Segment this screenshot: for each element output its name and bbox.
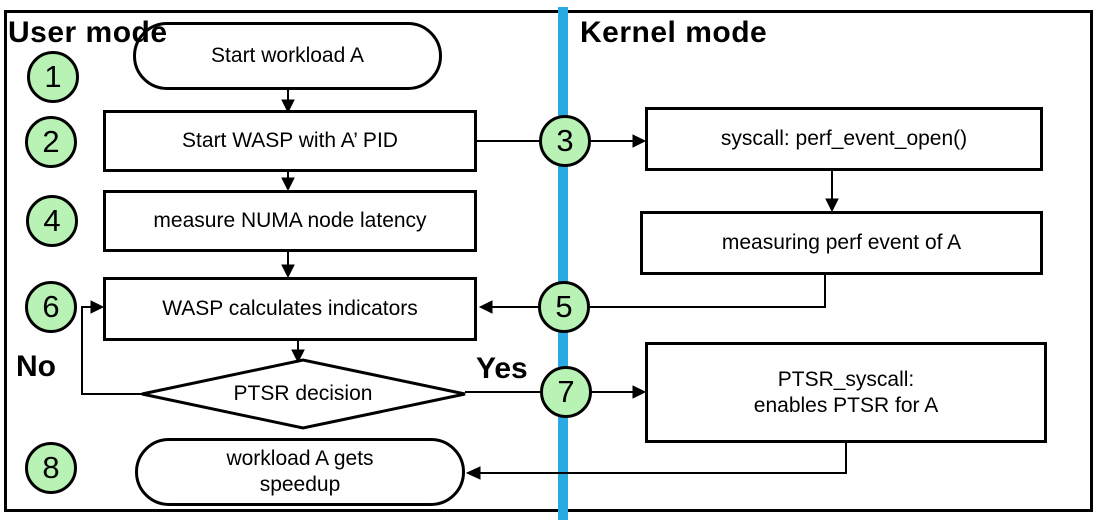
step-circle-8: 8 xyxy=(25,442,77,494)
step-circle-3: 3 xyxy=(539,115,591,167)
node-start-wasp: Start WASP with A’ PID xyxy=(103,110,477,172)
node-measuring-perf: measuring perf event of A xyxy=(640,211,1043,275)
step-circle-4: 4 xyxy=(26,195,78,247)
no-label: No xyxy=(16,350,56,383)
node-measure-numa-text: measure NUMA node latency xyxy=(153,209,427,233)
node-ptsr-syscall-line2: enables PTSR for A xyxy=(753,393,939,417)
step-3-number: 3 xyxy=(556,122,574,158)
node-start-workload-text: Start workload A xyxy=(211,44,364,68)
node-ptsr-decision: PTSR decision xyxy=(203,380,403,408)
step-2-number: 2 xyxy=(42,123,60,159)
node-ptsr-decision-text: PTSR decision xyxy=(233,382,373,405)
arrow-decision-no-to-calculates xyxy=(81,300,142,395)
node-ptsr-syscall: PTSR_syscall: enables PTSR for A xyxy=(645,342,1047,443)
step-circle-5: 5 xyxy=(538,281,590,333)
step-7-number: 7 xyxy=(557,373,575,409)
node-workload-speedup-line1: workload A gets xyxy=(226,447,374,471)
node-ptsr-syscall-line1: PTSR_syscall: xyxy=(777,367,915,391)
arrow-calculates-to-decision xyxy=(291,339,305,364)
step-circle-1: 1 xyxy=(27,51,79,103)
node-syscall-perf: syscall: perf_event_open() xyxy=(645,107,1043,171)
step-4-number: 4 xyxy=(43,202,61,238)
node-syscall-perf-text: syscall: perf_event_open() xyxy=(720,127,968,151)
mode-divider-line xyxy=(558,7,568,520)
node-workload-speedup-line2: speedup xyxy=(259,473,341,496)
ptsr-decision-diamond xyxy=(141,358,466,430)
arrow-start-to-wasp xyxy=(281,88,295,114)
step-1-number: 1 xyxy=(44,58,62,94)
node-start-workload: Start workload A xyxy=(133,22,442,90)
node-start-wasp-text: Start WASP with A’ PID xyxy=(182,129,398,153)
step-circle-2: 2 xyxy=(25,116,77,168)
node-workload-speedup: workload A gets speedup xyxy=(135,438,465,506)
yes-label: Yes xyxy=(476,352,528,385)
node-measure-numa: measure NUMA node latency xyxy=(103,190,477,252)
arrow-wasp-to-numa xyxy=(281,170,295,192)
step-6-number: 6 xyxy=(42,288,60,324)
step-5-number: 5 xyxy=(555,288,573,324)
user-mode-label: User mode xyxy=(8,16,168,49)
node-wasp-calculates: WASP calculates indicators xyxy=(103,277,477,341)
step-8-number: 8 xyxy=(42,449,60,485)
arrow-measuring-to-calculates xyxy=(478,273,826,314)
arrow-ptsr-to-speedup xyxy=(465,441,847,480)
step-circle-6: 6 xyxy=(25,281,77,333)
kernel-mode-label: Kernel mode xyxy=(580,16,768,49)
node-measuring-perf-text: measuring perf event of A xyxy=(721,231,962,255)
node-wasp-calculates-text: WASP calculates indicators xyxy=(162,297,418,321)
arrow-syscall-to-measuring xyxy=(825,169,839,213)
step-circle-7: 7 xyxy=(540,366,592,418)
arrow-numa-to-calculates xyxy=(281,250,295,279)
